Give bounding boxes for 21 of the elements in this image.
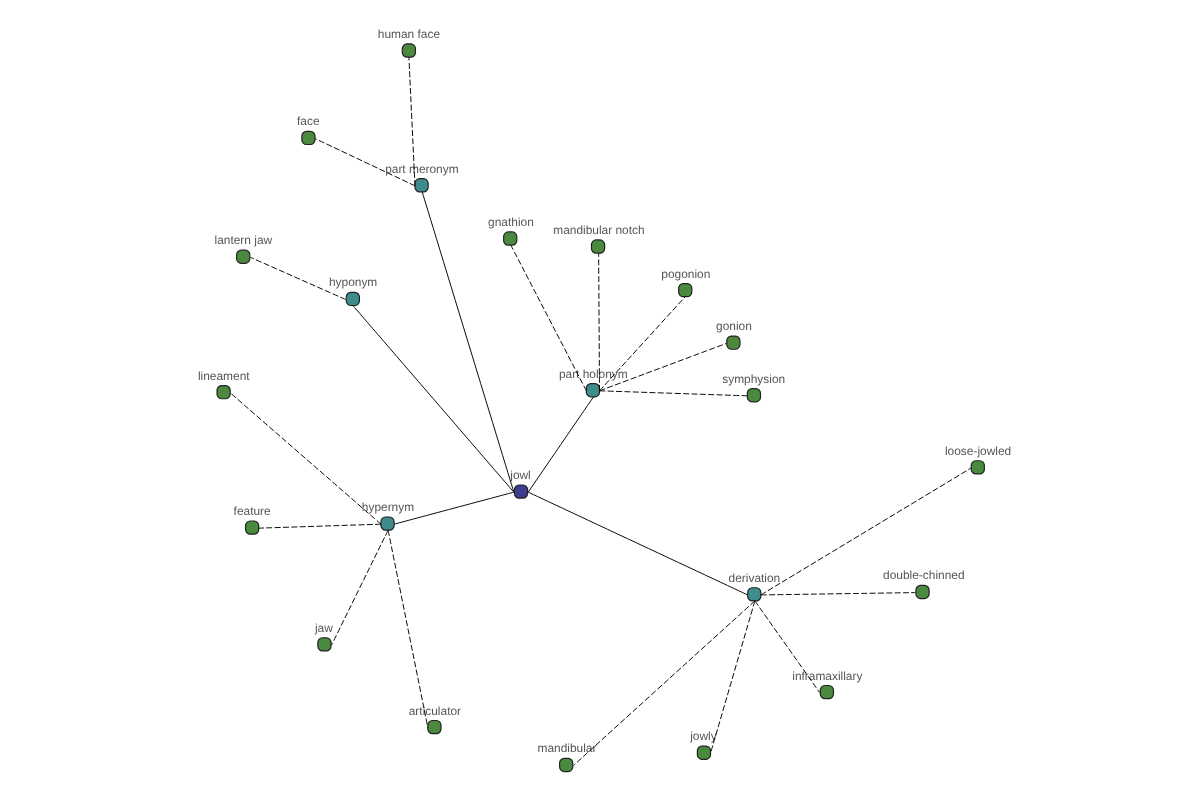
connector [526,396,593,493]
connector [753,600,820,694]
connector [571,600,755,767]
connector [313,138,415,187]
connector [509,244,586,392]
connector [407,56,415,187]
connector [248,256,346,300]
connector [759,592,915,596]
connector [709,600,755,754]
connector [351,305,514,493]
connector [386,529,428,729]
connector [257,523,381,529]
connector [526,491,748,596]
connector [759,467,971,596]
connector [228,392,381,525]
connector [597,252,599,392]
connector [598,296,685,392]
connector [392,491,514,525]
connector [330,529,388,646]
connector [598,342,727,392]
connector [598,390,747,397]
